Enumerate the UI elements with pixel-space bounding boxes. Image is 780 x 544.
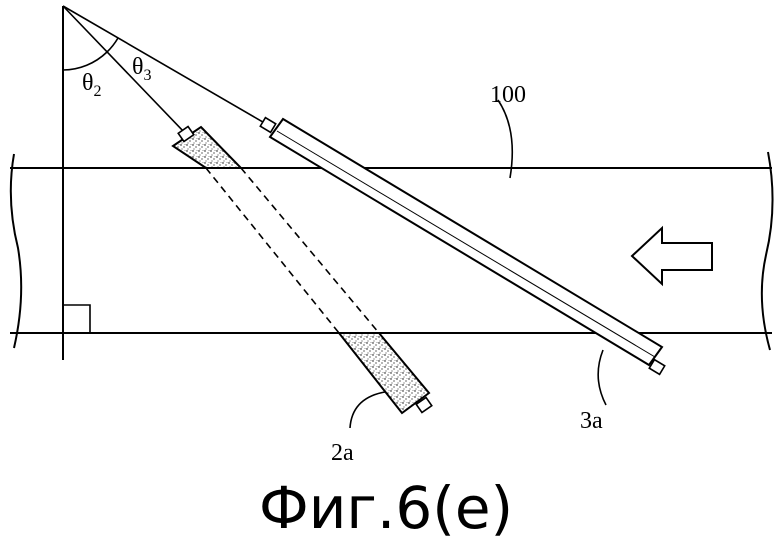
roller-2a-hidden-edge-left <box>206 168 339 333</box>
figure-caption: Фиг.6(е) <box>259 474 513 539</box>
leader-line-3a <box>598 350 606 405</box>
label-theta3: θ3 <box>132 54 152 84</box>
angle-arc-theta3 <box>107 38 118 52</box>
roller-3a-inner-line <box>277 131 655 357</box>
roller-2a-hidden-edge-right <box>241 168 379 333</box>
roller-2a <box>173 126 432 413</box>
leader-line-100 <box>498 100 512 178</box>
angle-arc-theta2 <box>63 52 107 70</box>
leader-line-2a <box>350 392 385 428</box>
right-angle-marker-icon <box>63 305 90 333</box>
label-roller-2a: 2a <box>331 440 354 466</box>
roller-3a-end-cap-top <box>260 118 275 133</box>
roller-3a-body <box>270 119 662 365</box>
left-arrow-icon <box>632 228 712 284</box>
roller-3a <box>260 118 664 375</box>
web-right-break <box>762 152 773 350</box>
ray-theta3 <box>63 6 268 125</box>
label-roller-3a: 3a <box>580 408 603 434</box>
label-theta2: θ2 <box>82 70 102 100</box>
web-left-break <box>11 154 21 348</box>
label-web-100: 100 <box>490 82 526 108</box>
roller-2a-body-bottom <box>339 333 429 413</box>
